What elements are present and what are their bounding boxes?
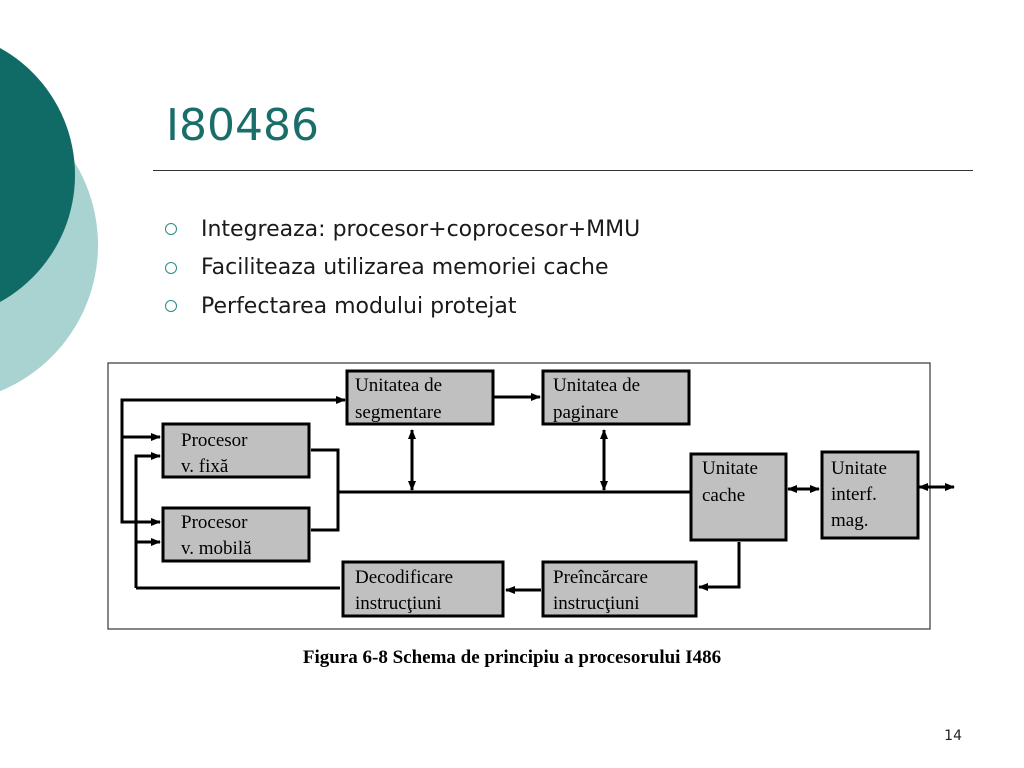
block-label: Procesor [181,430,248,451]
block-label: instrucţiuni [355,593,442,614]
block-label: interf. [831,484,877,505]
block-procesor-mobila: Procesor v. mobilă [161,506,311,563]
block-label: paginare [553,402,618,423]
bullet-item: Faciliteaza utilizarea memoriei cache [165,249,640,288]
block-label: Unitate [831,458,887,479]
block-cache: Unitate cache [689,452,788,542]
bullet-item: Integreaza: procesor+coprocesor+MMU [165,210,640,249]
block-label: Procesor [181,512,248,533]
title-divider [153,170,973,171]
block-label: v. fixă [181,456,229,477]
svg-text:Procesor v. mobilă: Procesor v. mobilă [181,512,252,559]
block-procesor-fixa: Procesor v. fixă [161,422,311,479]
connectors [120,393,955,594]
block-label: Preîncărcare [553,567,648,588]
bullet-item: Perfectarea modului protejat [165,287,640,326]
decode-to-fixed-path [134,452,161,588]
block-label: Unitate [702,458,758,479]
decorative-circles [0,48,98,392]
svg-text:Unitatea de paginare: Unitatea de paginare [553,375,645,423]
slide-title: I80486 [166,100,319,151]
svg-text:Unitatea de segmentare: Unitatea de segmentare [355,375,447,423]
page-number: 14 [944,728,962,744]
svg-text:Preîncărcare instrucţiun: Preîncărcare instrucţiuni [553,567,653,614]
figure-caption: Figura 6-8 Schema de principiu a proceso… [302,647,722,668]
cache-to-prefetch-path [698,542,741,591]
bullet-text: Perfectarea modului protejat [201,293,517,319]
circle-bullet-icon [165,300,177,313]
block-interfata: Unitate interf. mag. [820,450,920,540]
svg-text:Unitate cache: Unitate cache [702,458,763,506]
block-label: instrucţiuni [553,593,640,614]
circle-bullet-icon [165,261,177,274]
svg-text:Unitate interf. ma: Unitate interf. mag. [831,458,892,531]
bullet-list: Integreaza: procesor+coprocesor+MMU Faci… [165,210,640,326]
circle-bullet-icon [165,223,177,236]
block-label: Decodificare [355,567,453,588]
bullet-text: Integreaza: procesor+coprocesor+MMU [201,216,641,242]
svg-text:Procesor v. fixă: Procesor v. fixă [181,430,252,477]
block-paginare: Unitatea de paginare [541,369,691,426]
dark-circle-shape [0,48,75,302]
svg-text:Decodificare instrucţiun: Decodificare instrucţiuni [355,567,458,614]
block-decodificare: Decodificare instrucţiuni [341,560,505,618]
block-preincarcare: Preîncărcare instrucţiuni [541,560,698,618]
bullet-text: Faciliteaza utilizarea memoriei cache [201,255,609,281]
diagram-frame [107,362,931,630]
block-label: v. mobilă [181,538,252,559]
block-segmentare: Unitatea de segmentare [345,369,495,426]
block-label: mag. [831,510,868,531]
block-label: Unitatea de [355,375,442,396]
proc-link-path [311,448,340,532]
block-label: cache [702,485,745,506]
block-label: segmentare [355,402,442,423]
block-label: Unitatea de [553,375,640,396]
